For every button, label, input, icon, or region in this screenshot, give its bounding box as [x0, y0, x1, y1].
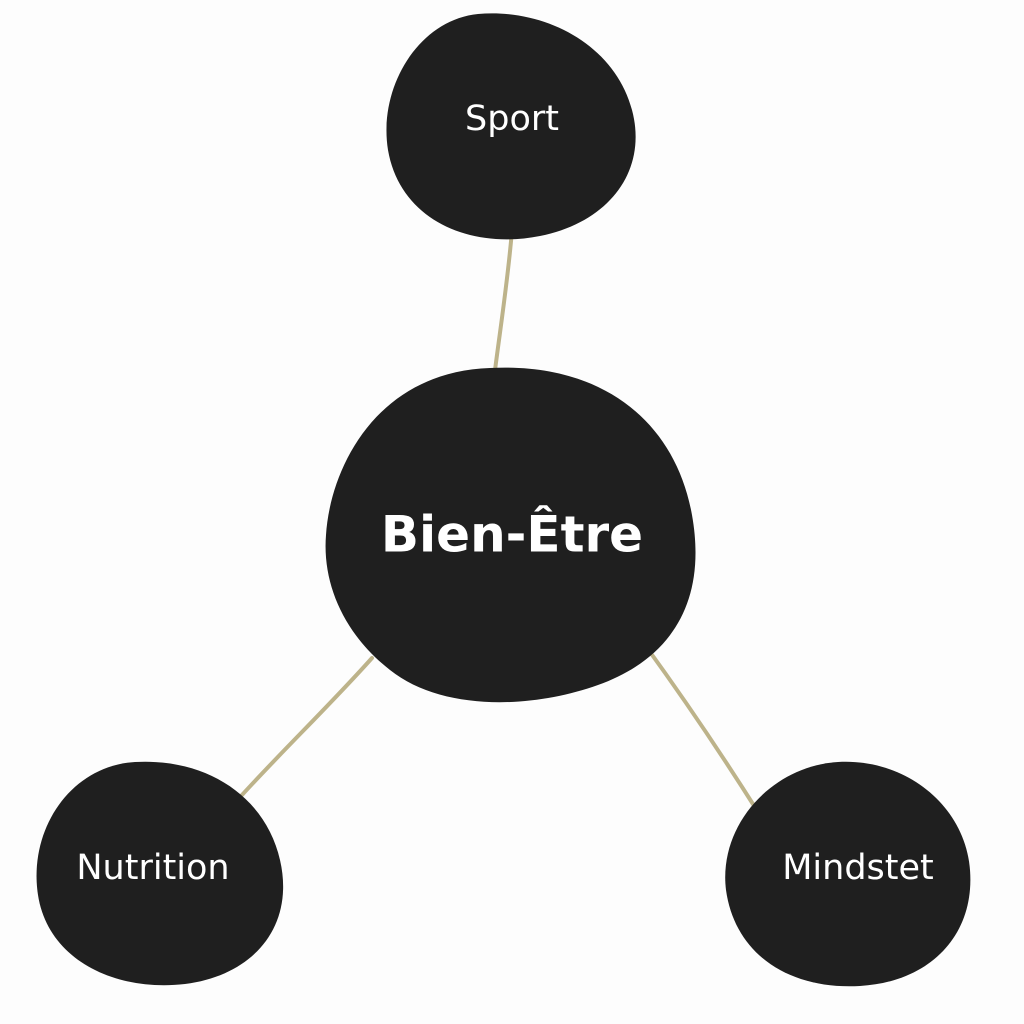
branch-node-nutrition-label: Nutrition [76, 848, 229, 888]
branch-node-sport-shape [386, 13, 636, 240]
branch-node-mindstet[interactable]: Mindstet [725, 761, 971, 987]
branch-node-mindstet-label: Mindstet [782, 848, 934, 888]
connector-nutrition [240, 656, 374, 797]
connector-mindstet [643, 643, 760, 814]
branch-node-nutrition[interactable]: Nutrition [36, 761, 284, 986]
central-node-label: Bien-Être [381, 505, 643, 564]
branch-node-sport[interactable]: Sport [386, 13, 636, 240]
branch-node-mindstet-shape [725, 761, 971, 987]
connector-sport [492, 228, 514, 380]
branch-node-sport-label: Sport [465, 99, 559, 139]
central-node[interactable]: Bien-Être [325, 367, 696, 703]
central-node-shape [325, 367, 696, 703]
branch-node-nutrition-shape [36, 761, 284, 986]
